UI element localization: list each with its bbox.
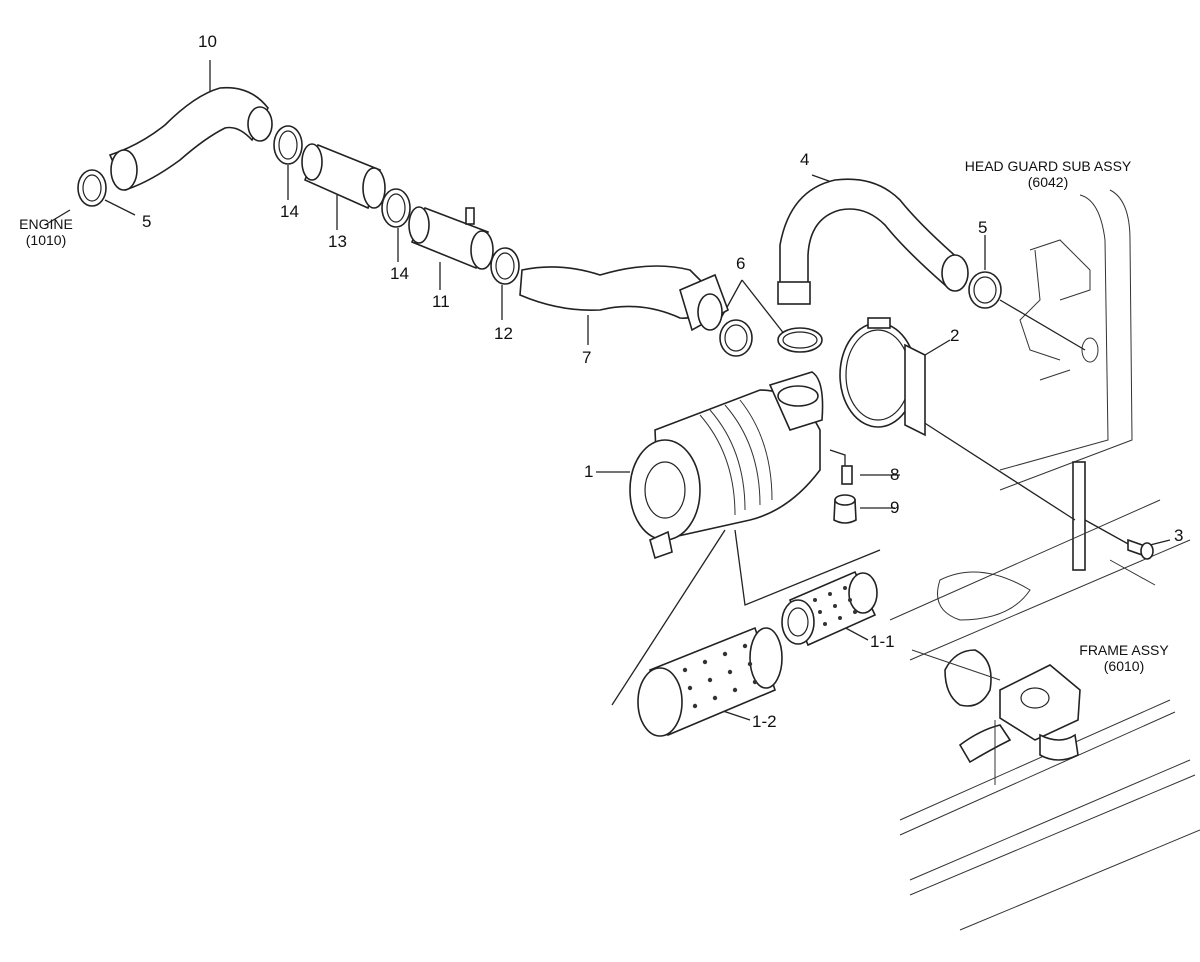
bracket-2 — [839, 317, 926, 437]
valve-9 — [833, 494, 857, 524]
frame-name: FRAME ASSY — [1079, 642, 1169, 658]
headguard-code: (6042) — [1027, 174, 1069, 190]
callout-1-2: 1-2 — [752, 712, 777, 731]
engine-ref-label: ENGINE (1010) — [10, 216, 82, 248]
callout-12: 12 — [494, 324, 513, 343]
bolt-3 — [1127, 538, 1154, 560]
tube-11 — [408, 206, 494, 270]
frame-ref-label: FRAME ASSY (6010) — [1064, 642, 1184, 674]
callout-14-a: 14 — [280, 202, 299, 221]
tube-13 — [301, 143, 386, 210]
headguard-ref-label: HEAD GUARD SUB ASSY (6042) — [948, 158, 1148, 190]
reference-lines — [911, 559, 1156, 681]
engine-name: ENGINE — [19, 216, 73, 232]
callout-7: 7 — [582, 348, 592, 367]
engine-code: (1010) — [25, 232, 67, 248]
callout-6: 6 — [736, 254, 746, 273]
clamp-14-b — [381, 188, 411, 228]
callout-1-1: 1-1 — [870, 632, 895, 651]
callout-5-headguard: 5 — [978, 218, 988, 237]
callout-13: 13 — [328, 232, 347, 251]
callout-3: 3 — [1174, 526, 1184, 545]
callout-11: 11 — [432, 292, 450, 311]
element-1-2 — [637, 626, 783, 737]
hose-4 — [777, 178, 969, 305]
clamp-12 — [490, 247, 520, 285]
headguard-name: HEAD GUARD SUB ASSY — [964, 158, 1132, 174]
clamp-5-engine — [77, 169, 107, 207]
callout-10: 10 — [198, 32, 217, 51]
callout-2: 2 — [950, 326, 960, 345]
callout-1: 1 — [584, 462, 594, 481]
frame-code: (6010) — [1103, 658, 1145, 674]
callout-4: 4 — [800, 150, 810, 169]
air-cleaner-1 — [629, 371, 824, 560]
callout-8: 8 — [890, 465, 900, 484]
fitting-8 — [841, 465, 853, 485]
hose-7 — [519, 265, 729, 332]
hose-10 — [108, 86, 273, 191]
clamp-14-a — [273, 125, 303, 165]
clamps-6 — [719, 319, 823, 357]
clamp-5-headguard — [968, 271, 1002, 309]
element-1-1 — [781, 570, 878, 647]
frame-structure — [889, 189, 1200, 931]
callout-9: 9 — [890, 498, 900, 517]
callout-5-engine: 5 — [142, 212, 152, 231]
callout-14-b: 14 — [390, 264, 409, 283]
